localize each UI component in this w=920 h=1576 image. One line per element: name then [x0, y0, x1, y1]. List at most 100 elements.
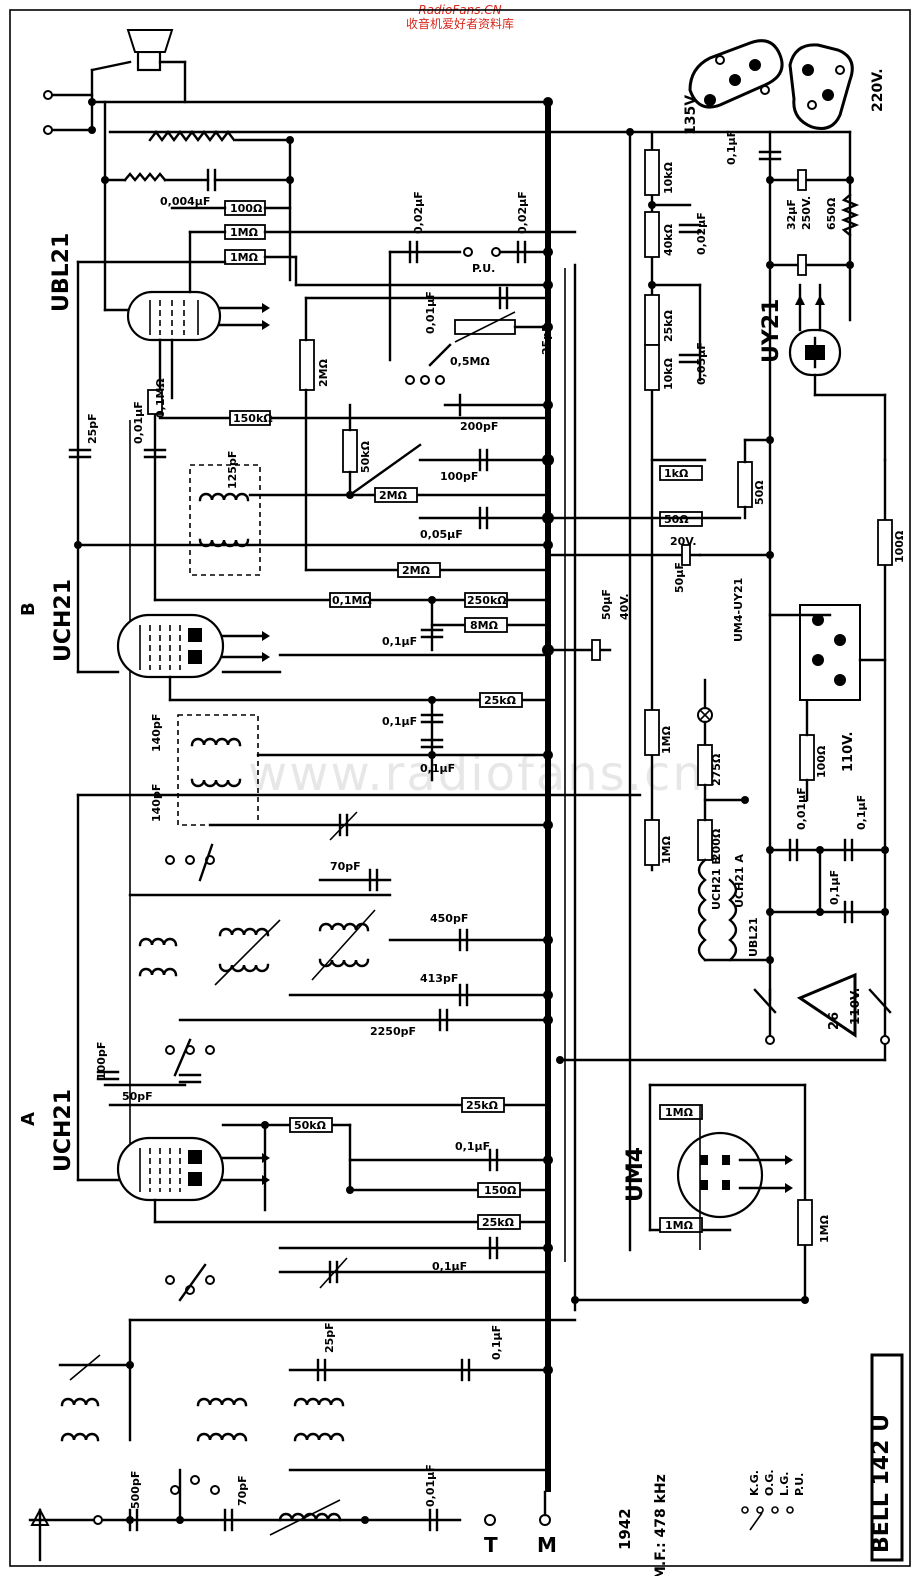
- spk-switch[interactable]: [90, 60, 132, 72]
- r-150k-box: [229, 410, 271, 426]
- r-25k-c-box: [477, 1214, 521, 1230]
- mains-terminal-1[interactable]: [765, 1035, 775, 1045]
- tuning-cap-arrow[interactable]: [329, 811, 358, 841]
- r-50k-box: [342, 429, 358, 473]
- osc-switch-contact-1[interactable]: [165, 855, 175, 865]
- c-140p-b-label: 140pF: [150, 784, 163, 822]
- ant-jack[interactable]: [93, 1515, 103, 1525]
- r-40k-label: 40kΩ: [662, 223, 675, 256]
- r-1m-f-box: [659, 1217, 703, 1233]
- c-01-c-label: 0,1µF: [382, 715, 417, 728]
- pu-switch[interactable]: [428, 343, 452, 367]
- r-50k-label: 50kΩ: [359, 440, 372, 473]
- band-switch-contact-2[interactable]: [190, 1475, 200, 1485]
- if-transformer-1: [177, 714, 259, 826]
- c-01-b-label: 0,1µF: [382, 635, 417, 648]
- earth-terminal-label: M: [537, 1533, 557, 1557]
- tube-socket-diagram-2: [788, 43, 854, 130]
- uy21-tube: [788, 328, 842, 377]
- c-200p-label: 200pF: [460, 420, 498, 433]
- r-10k-label: 10kΩ: [662, 161, 675, 194]
- ant-coil-5: [293, 1397, 345, 1407]
- r-50-b-label: 50Ω: [753, 480, 766, 505]
- ext-speaker-jack-2[interactable]: [43, 125, 53, 135]
- r-1m-e-box: [659, 1104, 703, 1120]
- r-8m-label: 8MΩ: [470, 619, 499, 632]
- c-125p-label: 125pF: [226, 451, 239, 489]
- ext-speaker-jack-1[interactable]: [43, 90, 53, 100]
- c-50u-b-label: 50µF: [673, 562, 686, 593]
- osc-switch-arm[interactable]: [198, 843, 214, 882]
- wave-trap-coil: [278, 1512, 342, 1522]
- r-250k-box: [464, 592, 508, 608]
- ant-coil-1: [60, 1397, 100, 1407]
- tone-pot[interactable]: [148, 130, 236, 142]
- c-001-c-label: 0,01µF: [424, 1464, 437, 1507]
- c-25p-b-label: 25pF: [86, 413, 99, 444]
- voltage-selector[interactable]: [799, 604, 861, 701]
- band-switch-contact-1[interactable]: [170, 1485, 180, 1495]
- r-150k-label: 150kΩ: [233, 412, 273, 425]
- heater-coil-2: [728, 878, 738, 962]
- heater-uch21-a: UCH21 A: [733, 854, 746, 908]
- power-switch-1[interactable]: [753, 988, 777, 1014]
- osc-switch-contact-2[interactable]: [185, 855, 195, 865]
- osc-trim-2[interactable]: [311, 909, 376, 981]
- band-contact-2[interactable]: [420, 375, 430, 385]
- r-1m-c-label: 1MΩ: [660, 725, 673, 754]
- rf-switch-contact-3[interactable]: [205, 1275, 215, 1285]
- v20-label: 20V.: [670, 535, 697, 548]
- ubl21-tube: [126, 290, 270, 342]
- heater-uma-uy21: UM4-UY21: [732, 578, 745, 642]
- ant-coil-4: [196, 1432, 248, 1442]
- osc-coil-1: [138, 937, 178, 947]
- r-2m-a-label: 2MΩ: [317, 358, 330, 387]
- r-1m-c-box: [644, 709, 660, 756]
- r-2m-c-box: [397, 562, 441, 578]
- c-01-e-label: 0,1µF: [455, 1140, 490, 1153]
- c-01-j-label: 0,1µF: [828, 870, 841, 905]
- band-contact-3[interactable]: [435, 375, 445, 385]
- r-650-label: 650Ω: [825, 197, 838, 230]
- ant-coil-2: [60, 1432, 100, 1442]
- r-1k-box: [659, 465, 703, 481]
- band-switch-contact-3[interactable]: [210, 1485, 220, 1495]
- ant-coil-6: [293, 1432, 345, 1442]
- r-2m-c-label: 2MΩ: [402, 564, 431, 577]
- rf-switch-arm[interactable]: [178, 1263, 207, 1302]
- r-650-zigzag: [840, 193, 860, 237]
- osc-switch-b-contact-1[interactable]: [165, 1045, 175, 1055]
- pu-jack-1[interactable]: [463, 247, 473, 257]
- power-switch-2[interactable]: [868, 988, 892, 1014]
- band-contact-1[interactable]: [405, 375, 415, 385]
- r-275-label: 275Ω: [710, 753, 723, 786]
- wave-trap-arrow[interactable]: [269, 1499, 341, 1536]
- earth-terminal[interactable]: [539, 1514, 551, 1526]
- rf-cap-arrow[interactable]: [319, 1257, 348, 1289]
- c-70p-label: 70pF: [330, 860, 361, 873]
- c-01-d-label: 0,1µF: [420, 762, 455, 775]
- c-50u-box: [591, 639, 601, 661]
- c-001-d-label: 0,01µF: [795, 787, 808, 830]
- rf-switch-contact-1[interactable]: [165, 1275, 175, 1285]
- osc-switch-b-arm[interactable]: [173, 1038, 192, 1077]
- osc-trim-1[interactable]: [214, 919, 281, 986]
- c-001-b-label: 0,01µF: [132, 401, 145, 444]
- antenna-terminal[interactable]: [484, 1514, 496, 1526]
- osc-switch-b-contact-3[interactable]: [205, 1045, 215, 1055]
- if2-coil-2: [198, 538, 250, 548]
- mains-terminal-2[interactable]: [880, 1035, 890, 1045]
- if-transformer-2: [189, 464, 261, 576]
- r-150-box: [477, 1182, 521, 1198]
- uch21-b-tube: [116, 613, 270, 679]
- det-diag: [348, 443, 422, 497]
- v250-label: 250V.: [800, 196, 813, 230]
- page-frame: [9, 9, 911, 1567]
- c-413p-label: 413pF: [420, 972, 458, 985]
- uch21-a-letter: A: [18, 1112, 39, 1126]
- r-10k-box: [644, 149, 660, 196]
- band-legend-lg: L.G.: [778, 1472, 791, 1496]
- r-01m-box: [147, 389, 163, 415]
- c-002-a-label: 0,02µF: [412, 191, 425, 234]
- ant-trim-arrow[interactable]: [69, 1354, 101, 1381]
